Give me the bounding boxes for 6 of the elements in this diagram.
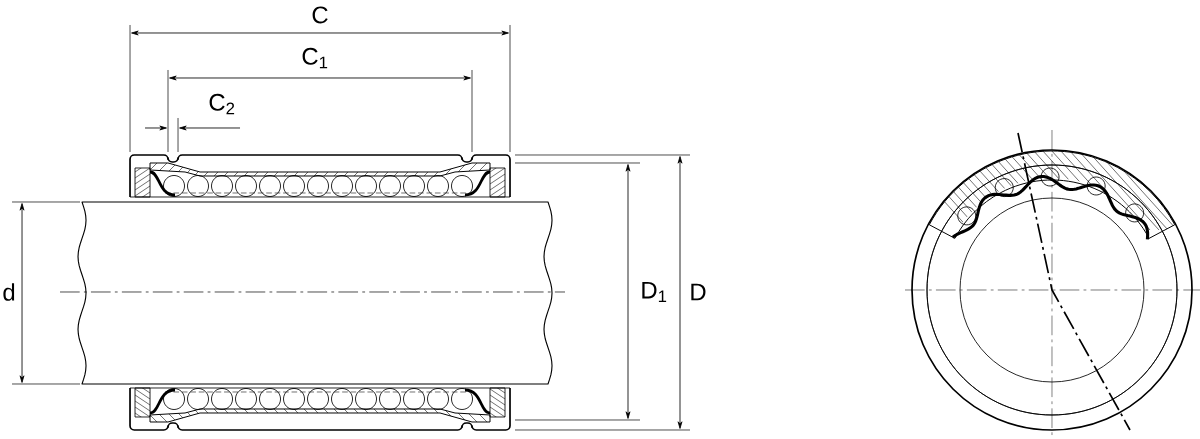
dimension-label: C$_{1}$ (302, 47, 328, 69)
dimension-label: D$_{1}$ (642, 281, 667, 303)
dimension-label: d (3, 283, 15, 301)
dimension-label: C$_{2}$ (209, 93, 235, 115)
dimension-label: C (312, 6, 328, 24)
dimension-label: D (691, 283, 706, 301)
